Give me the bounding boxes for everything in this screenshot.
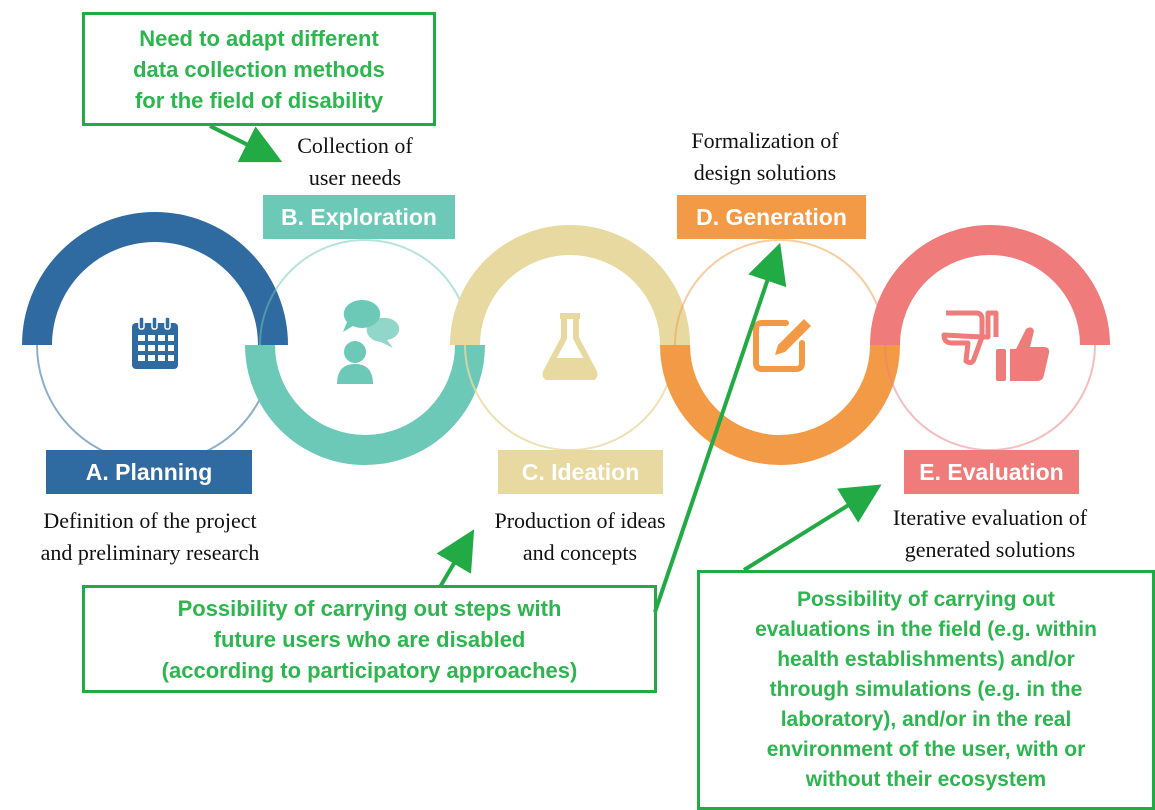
callout-line: data collection methods: [133, 56, 385, 82]
users-chat-icon: [337, 299, 400, 384]
callout-line: laboratory), and/or in the real: [780, 708, 1072, 731]
thumbs-icon: [941, 310, 1050, 381]
stage-label-exploration: B. Exploration: [263, 195, 455, 239]
description-line: Collection of: [297, 133, 413, 158]
calendar-icon: [132, 316, 178, 369]
callout-line: Possibility of carrying out steps with: [177, 595, 562, 621]
callout-participatory: Possibility of carrying out steps with f…: [82, 585, 657, 693]
callout-evaluations: Possibility of carrying out evaluations …: [697, 570, 1155, 810]
description-line: Iterative evaluation of: [892, 505, 1088, 530]
stage-label-evaluation: E. Evaluation: [904, 450, 1079, 494]
callout-line: for the field of disability: [134, 87, 384, 113]
callout-line: environment of the user, with or: [766, 738, 1086, 761]
callout-data-collection: Need to adapt different data collection …: [82, 12, 436, 126]
callout-line: through simulations (e.g. in the: [769, 678, 1083, 701]
description-line: Definition of the project: [43, 508, 257, 533]
flask-icon: [542, 313, 598, 380]
callout-line: future users who are disabled: [213, 626, 526, 652]
callout-line: evaluations in the field (e.g. within: [755, 618, 1097, 641]
stage-description-exploration: Collection of user needs: [250, 130, 460, 194]
stage-label-generation: D. Generation: [677, 195, 866, 239]
edit-icon: [753, 319, 811, 372]
description-line: design solutions: [693, 160, 837, 185]
stage-description-planning: Definition of the project and preliminar…: [0, 505, 300, 569]
stage-description-ideation: Production of ideas and concepts: [465, 505, 695, 569]
callout-line: without their ecosystem: [805, 768, 1047, 791]
description-line: Production of ideas: [494, 508, 666, 533]
callout-line: (according to participatory approaches): [161, 657, 578, 683]
callout-line: Possibility of carrying out: [797, 588, 1055, 611]
description-line: generated solutions: [904, 537, 1076, 562]
stage-description-evaluation: Iterative evaluation of generated soluti…: [860, 502, 1120, 566]
description-line: and preliminary research: [40, 540, 260, 565]
callout-line: Need to adapt different: [139, 25, 379, 51]
callout-line: health establishments) and/or: [777, 648, 1075, 671]
description-line: Formalization of: [691, 128, 839, 153]
stage-label-ideation: C. Ideation: [498, 450, 663, 494]
description-line: and concepts: [522, 540, 638, 565]
stage-label-planning: A. Planning: [46, 450, 252, 494]
description-line: user needs: [308, 165, 402, 190]
stage-description-generation: Formalization of design solutions: [650, 125, 880, 189]
